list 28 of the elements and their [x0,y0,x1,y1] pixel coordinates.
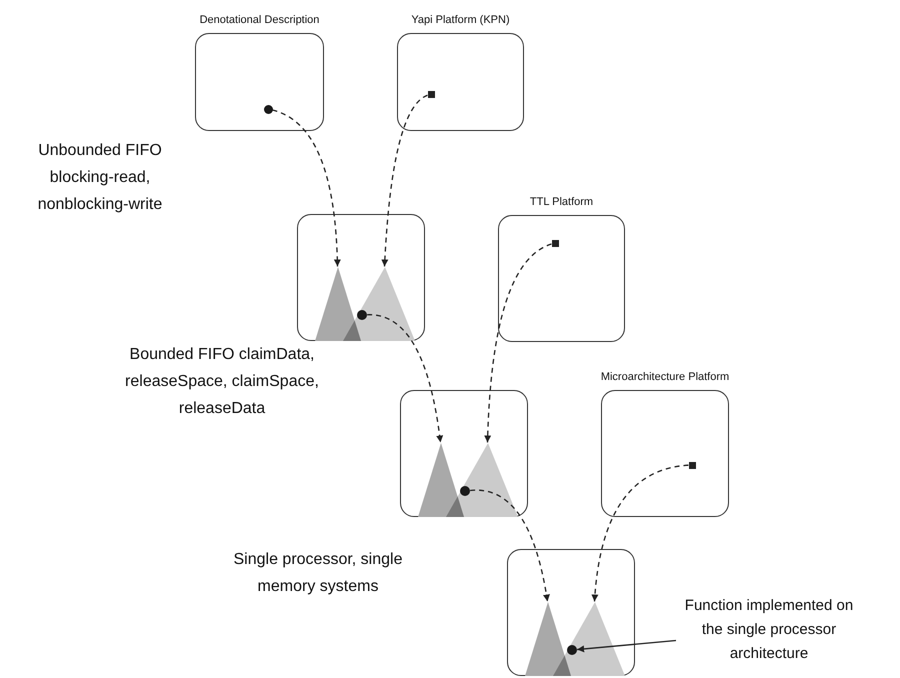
platform-title: TTL Platform [530,196,594,208]
dot-marker [460,486,470,496]
dashed-arrow [484,243,552,443]
dot-marker [264,104,272,114]
overlapping-triangles-drawing [418,442,518,516]
note-text: Single processor, single memory systems [232,550,404,597]
dashed-arrow [470,490,550,602]
overlapping-triangles-drawing [524,602,624,676]
square-marker [552,240,558,246]
dot-marker [567,645,578,655]
square-marker [428,90,434,98]
annotation-text: Function implemented on the single processor architecture [676,594,862,670]
overlapping-triangles-drawing [314,266,414,340]
square-marker [688,462,696,468]
mapping-box [400,390,528,517]
platform-title: Yapi Platform (KPN) [411,14,510,26]
mapping-box [297,214,425,341]
dashed-arrow [272,109,341,267]
dashed-arrow [592,464,689,602]
note-text: Bounded FIFO claimData, releaseSpace, claimSpace, releaseData [124,345,320,419]
platform-title: Microarchitecture Platform [600,371,730,383]
dashed-arrow [381,94,428,267]
note-text: Unbounded FIFO blocking-read, nonblocking-write [36,141,164,215]
platform-title: Denotational Description [200,14,320,26]
mapping-box [507,549,635,676]
dashed-arrow [367,314,443,443]
dot-marker [357,310,368,320]
leader-line [577,640,676,652]
